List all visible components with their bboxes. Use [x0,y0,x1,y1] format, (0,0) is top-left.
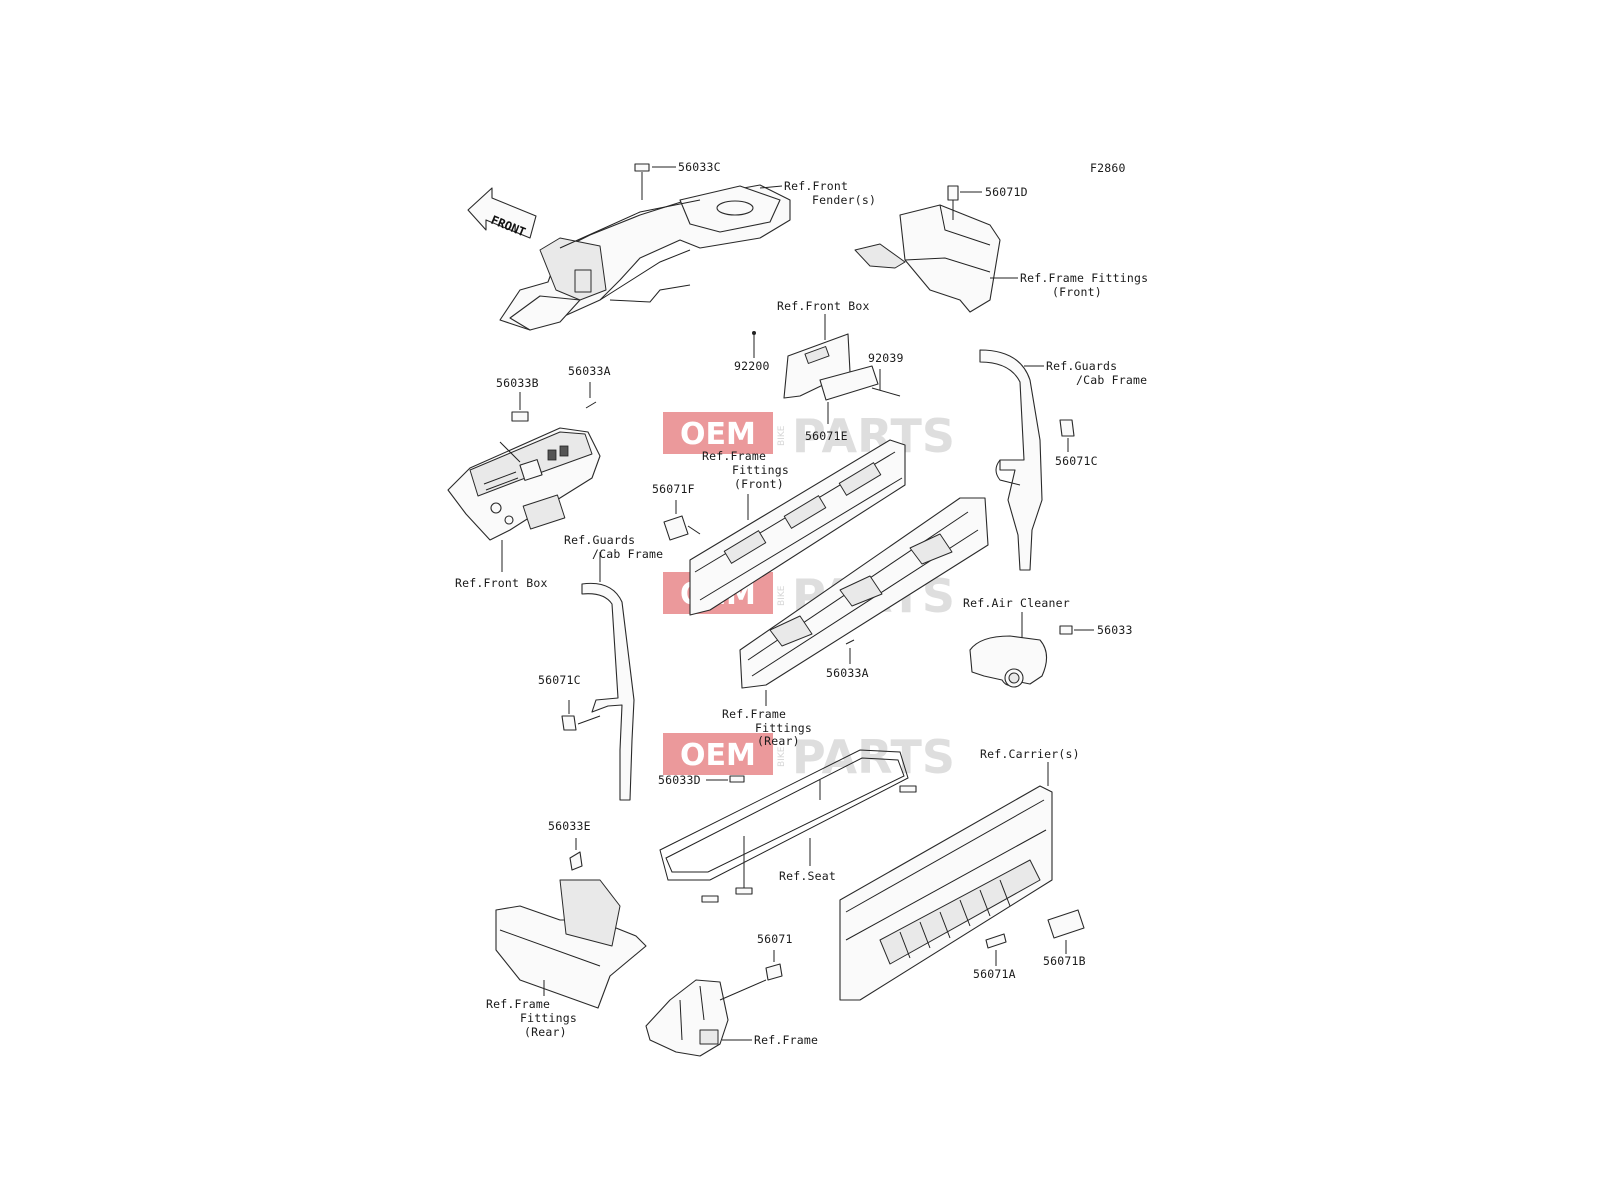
decal-56033E [569,851,583,871]
svg-text:BIKE: BIKE [777,425,787,446]
label-ref-guards-left-2: /Cab Frame [592,547,663,561]
label-56071C-left: 56071C [538,673,581,687]
label-ref-carriers: Ref.Carrier(s) [980,747,1080,761]
label-ref-front-box-top: Ref.Front Box [777,299,870,313]
decal-56071E [819,365,879,401]
label-56033E: 56033E [548,819,591,833]
decal-56071B [1047,909,1085,939]
label-ref-frame-fittings-front-mid-2: Fittings [732,463,789,477]
decal-56033B [511,411,529,422]
front-fender-part [499,184,791,331]
guards-cab-frame-left-part [581,582,635,801]
label-56071: 56071 [757,932,793,946]
label-ref-guards-right-2: /Cab Frame [1076,373,1147,387]
label-ref-frame-fittings-rear-left-3: (Rear) [524,1025,567,1039]
watermark-3: OEM BIKE PARTS [663,730,955,784]
label-ref-seat: Ref.Seat [779,869,836,883]
decal-56033 [1059,625,1073,635]
label-56071E: 56071E [805,429,848,443]
label-56071D: 56071D [985,185,1028,199]
frame-fittings-rear-center-part [739,497,989,689]
label-56071A: 56071A [973,967,1016,981]
watermark-1: OEM BIKE PARTS [663,409,955,463]
label-56071C-right: 56071C [1055,454,1098,468]
label-56033A-mid: 56033A [826,666,869,680]
decal-56071C-left [561,715,577,731]
frame-fittings-front-center-part [689,439,906,616]
label-56033A-left: 56033A [568,364,611,378]
guards-cab-frame-right-part [979,349,1043,571]
label-ref-front-fender-2: Fender(s) [812,193,876,207]
label-ref-air-cleaner: Ref.Air Cleaner [963,596,1070,610]
decal-56071A [985,933,1007,949]
frame-part [645,979,729,1057]
label-ref-frame-fittings-rear-mid-2: Fittings [755,721,812,735]
label-56033: 56033 [1097,623,1133,637]
label-ref-frame-fittings-front-right: Ref.Frame Fittings [1020,271,1148,285]
label-ref-frame: Ref.Frame [754,1033,818,1047]
svg-text:BIKE: BIKE [777,746,787,767]
decal-56033D [729,775,745,783]
label-ref-frame-fittings-rear-left: Ref.Frame [486,997,550,1011]
label-92200: 92200 [734,359,770,373]
frame-fittings-front-part [854,204,1001,313]
label-ref-front-fender: Ref.Front [784,179,848,193]
label-92039: 92039 [868,351,904,365]
label-ref-frame-fittings-rear-mid-3: (Rear) [757,734,800,748]
svg-text:OEM: OEM [680,738,756,773]
label-56071F: 56071F [652,482,695,496]
label-56033C: 56033C [678,160,721,174]
label-ref-frame-fittings-front-mid-3: (Front) [734,477,784,491]
label-ref-frame-fittings-front-mid: Ref.Frame [702,449,766,463]
label-ref-front-box-left: Ref.Front Box [455,576,548,590]
label-ref-frame-fittings-rear-left-2: Fittings [520,1011,577,1025]
label-ref-guards-right: Ref.Guards [1046,359,1117,373]
label-ref-guards-left: Ref.Guards [564,533,635,547]
air-cleaner-part [969,635,1048,688]
label-56071B: 56071B [1043,954,1086,968]
svg-text:BIKE: BIKE [777,585,787,606]
figure-code: F2860 [1090,161,1126,175]
label-ref-frame-fittings-front-right-2: (Front) [1052,285,1102,299]
seat-frame-part [659,749,917,903]
svg-text:PARTS: PARTS [792,730,955,784]
decal-56033C [634,163,650,172]
svg-text:OEM: OEM [680,417,756,452]
label-ref-frame-fittings-rear-mid: Ref.Frame [722,707,786,721]
carrier-part [839,785,1053,1001]
label-56033D: 56033D [658,773,701,787]
front-box-dash-part [447,427,601,541]
label-56033B: 56033B [496,376,539,390]
decal-56071F [663,515,689,541]
frame-fittings-rear-left-part [495,879,647,1009]
decal-56071D [947,185,959,201]
decal-56071 [765,963,783,981]
decal-56071C-right [1059,419,1075,437]
front-arrow-icon: FRONT [467,187,537,239]
